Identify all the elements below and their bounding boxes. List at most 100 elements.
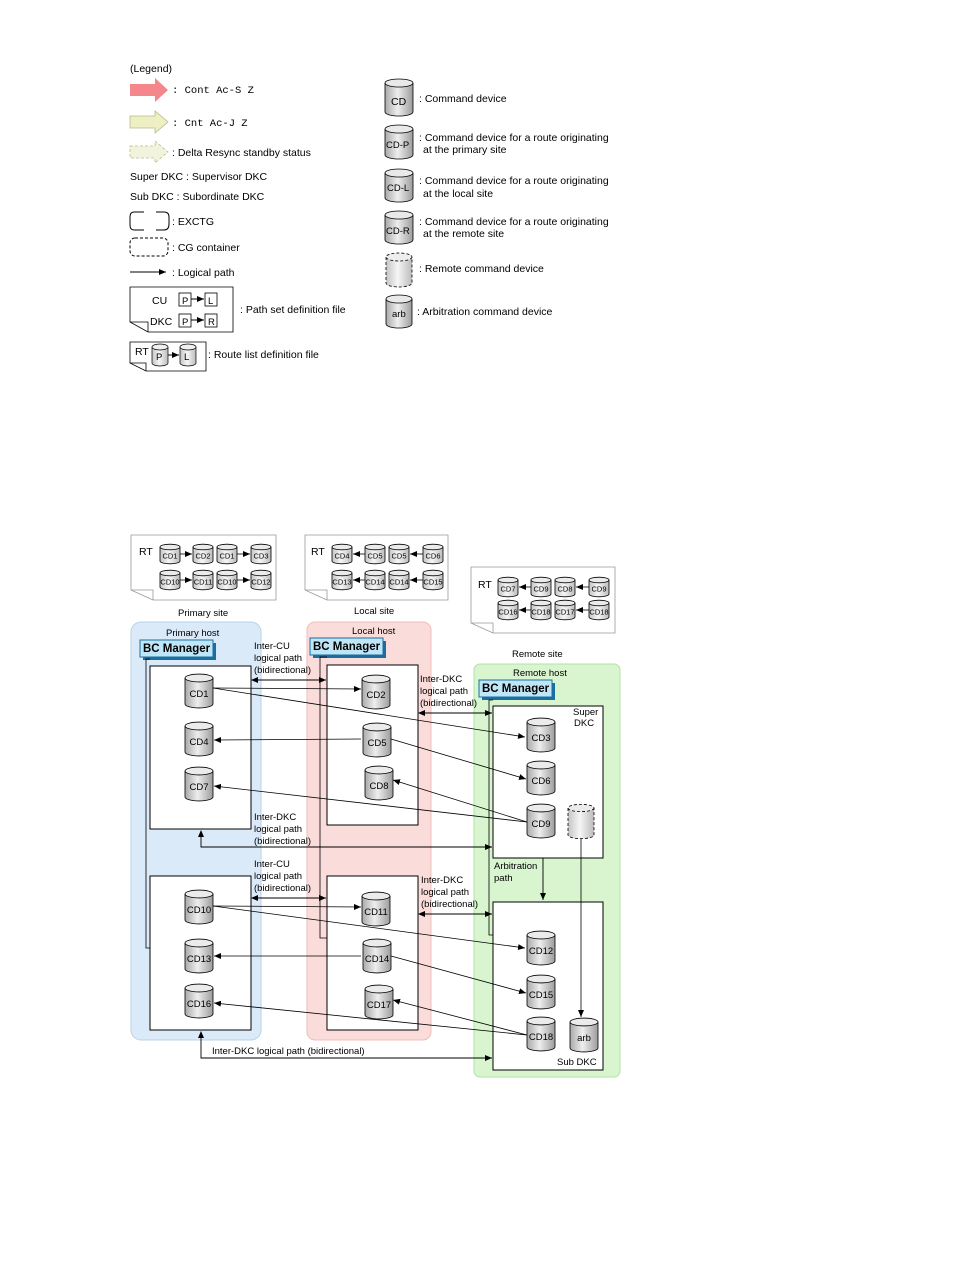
- pathset-cu: CU: [152, 295, 167, 307]
- device-remote_row2-0: CD16: [497, 599, 519, 621]
- svg-text:Inter-DKC: Inter-DKC: [420, 674, 462, 685]
- device-remote_row2-1: CD18: [530, 599, 552, 621]
- remote-host-label: Remote host: [513, 668, 567, 679]
- device-cd2: CD2: [361, 674, 391, 710]
- arbitration-label: Arbitration path: [494, 861, 537, 884]
- intercu-label-lower: Inter-CU logical path (bidirectional): [254, 859, 311, 894]
- device-label-remote_row1-3: CD9: [591, 585, 606, 594]
- legend-cdr: CD-R: [384, 210, 414, 245]
- device-label-cd4: CD4: [189, 737, 208, 748]
- device-label-primary_row1-2: CD1: [219, 552, 234, 561]
- device-cd10: CD10: [184, 889, 214, 925]
- svg-text:CD: CD: [391, 96, 407, 108]
- device-primary_row1-1: CD2: [192, 543, 214, 565]
- device-label-cd9: CD9: [531, 819, 550, 830]
- interdkc-label-mid-left: Inter-DKC logical path (bidirectional): [254, 812, 311, 847]
- svg-text:logical path: logical path: [420, 686, 468, 697]
- svg-text:BC Manager: BC Manager: [313, 641, 381, 653]
- pathset-r: R: [208, 317, 215, 328]
- cnt-acj-arrow-icon: [129, 110, 169, 134]
- device-cd6: CD6: [526, 760, 556, 796]
- device-cd14: CD14: [362, 938, 392, 974]
- pathset-l: L: [208, 296, 213, 307]
- device-label-cd7: CD7: [189, 782, 208, 793]
- legend-cdl-desc2: at the local site: [423, 188, 493, 200]
- svg-text:RT: RT: [478, 579, 492, 591]
- device-label-primary_row1-1: CD2: [195, 552, 210, 561]
- legend-cnt-acj: : Cnt Ac-J Z: [172, 118, 248, 130]
- legend-cd-desc: : Command device: [419, 93, 507, 105]
- legend-sub-dkc: Sub DKC : Subordinate DKC: [130, 191, 265, 203]
- sub-dkc-label: Sub DKC: [557, 1057, 597, 1068]
- primary-host-label: Primary host: [166, 628, 220, 639]
- device-remote_row1-3: CD9: [588, 576, 610, 598]
- device-arb: arb: [569, 1017, 599, 1053]
- device-local_row2-3: CD15: [422, 569, 444, 591]
- device-label-remote_row2-3: CD18: [589, 608, 608, 617]
- device-cd17: CD17: [364, 984, 394, 1020]
- device-local_row1-2: CD5: [388, 543, 410, 565]
- svg-text:(bidirectional): (bidirectional): [420, 698, 477, 709]
- legend-cdr-desc2: at the remote site: [423, 228, 504, 240]
- device-cd8: CD8: [364, 765, 394, 801]
- device-cd4: CD4: [184, 721, 214, 757]
- device-label-cd5: CD5: [367, 738, 386, 749]
- device-primary_row2-1: CD11: [192, 569, 214, 591]
- device-label-cd18: CD18: [529, 1032, 553, 1043]
- device-label-primary_row2-1: CD11: [194, 578, 213, 587]
- local-site-label: Local site: [354, 606, 394, 617]
- svg-text:Inter-CU: Inter-CU: [254, 641, 290, 652]
- super-dkc-label-2: DKC: [574, 718, 594, 729]
- device-primary_row1-0: CD1: [159, 543, 181, 565]
- legend-remote-cd-icon: [385, 252, 413, 288]
- device-cd12: CD12: [526, 930, 556, 966]
- svg-text:L: L: [184, 352, 189, 363]
- device-label-local_row1-1: CD5: [367, 552, 382, 561]
- device-remote-command-device: [567, 803, 595, 840]
- device-label-cd16: CD16: [187, 999, 211, 1010]
- legend: (Legend) : Cont Ac-S Z : Cnt Ac-J Z : De…: [129, 63, 609, 372]
- route-list-rt: RT: [135, 346, 149, 358]
- bidirectional-paths: [198, 677, 546, 1061]
- svg-text:arb: arb: [392, 309, 406, 320]
- svg-text:logical path: logical path: [254, 653, 302, 664]
- svg-text:RT: RT: [139, 546, 153, 558]
- device-remote_row2-3: CD18: [588, 599, 610, 621]
- device-local_row2-2: CD14: [388, 569, 410, 591]
- super-dkc-label-1: Super: [573, 707, 598, 718]
- svg-text:(bidirectional): (bidirectional): [254, 883, 311, 894]
- legend-route-list: : Route list definition file: [208, 349, 319, 361]
- legend-arb-desc: : Arbitration command device: [417, 306, 553, 318]
- legend-title: (Legend): [130, 63, 172, 75]
- device-label-local_row1-0: CD4: [334, 552, 349, 561]
- device-label-remote_row2-1: CD18: [531, 608, 550, 617]
- device-remote_row1-2: CD8: [554, 576, 576, 598]
- device-primary_row2-0: CD10: [159, 569, 181, 591]
- device-label-primary_row1-0: CD1: [162, 552, 177, 561]
- device-label-cd14: CD14: [365, 954, 389, 965]
- svg-text:RT: RT: [311, 546, 325, 558]
- device-label-cd12: CD12: [529, 946, 553, 957]
- interdkc-label-lower-right: Inter-DKC logical path (bidirectional): [421, 875, 478, 910]
- device-label-cd11: CD11: [364, 907, 388, 918]
- legend-cdp: CD-P: [384, 124, 414, 160]
- device-cd5: CD5: [362, 722, 392, 758]
- device-label-local_row2-3: CD15: [423, 578, 442, 587]
- bc-manager-remote: BC Manager: [478, 679, 555, 700]
- svg-text:CD-P: CD-P: [386, 140, 409, 151]
- device-label-local_row1-3: CD6: [425, 552, 440, 561]
- pathset-p2: P: [182, 317, 188, 328]
- cg-container-icon: [129, 237, 169, 257]
- pathset-p1: P: [182, 296, 188, 307]
- device-local_row1-1: CD5: [364, 543, 386, 565]
- device-primary_row1-3: CD3: [250, 543, 272, 565]
- route-list-cyl-p: P: [151, 343, 169, 367]
- device-primary_row2-3: CD12: [250, 569, 272, 591]
- device-primary_row1-2: CD1: [216, 543, 238, 565]
- device-cd9: CD9: [526, 803, 556, 839]
- device-cd15: CD15: [526, 974, 556, 1010]
- device-label-primary_row1-3: CD3: [253, 552, 268, 561]
- device-cd11: CD11: [361, 891, 391, 927]
